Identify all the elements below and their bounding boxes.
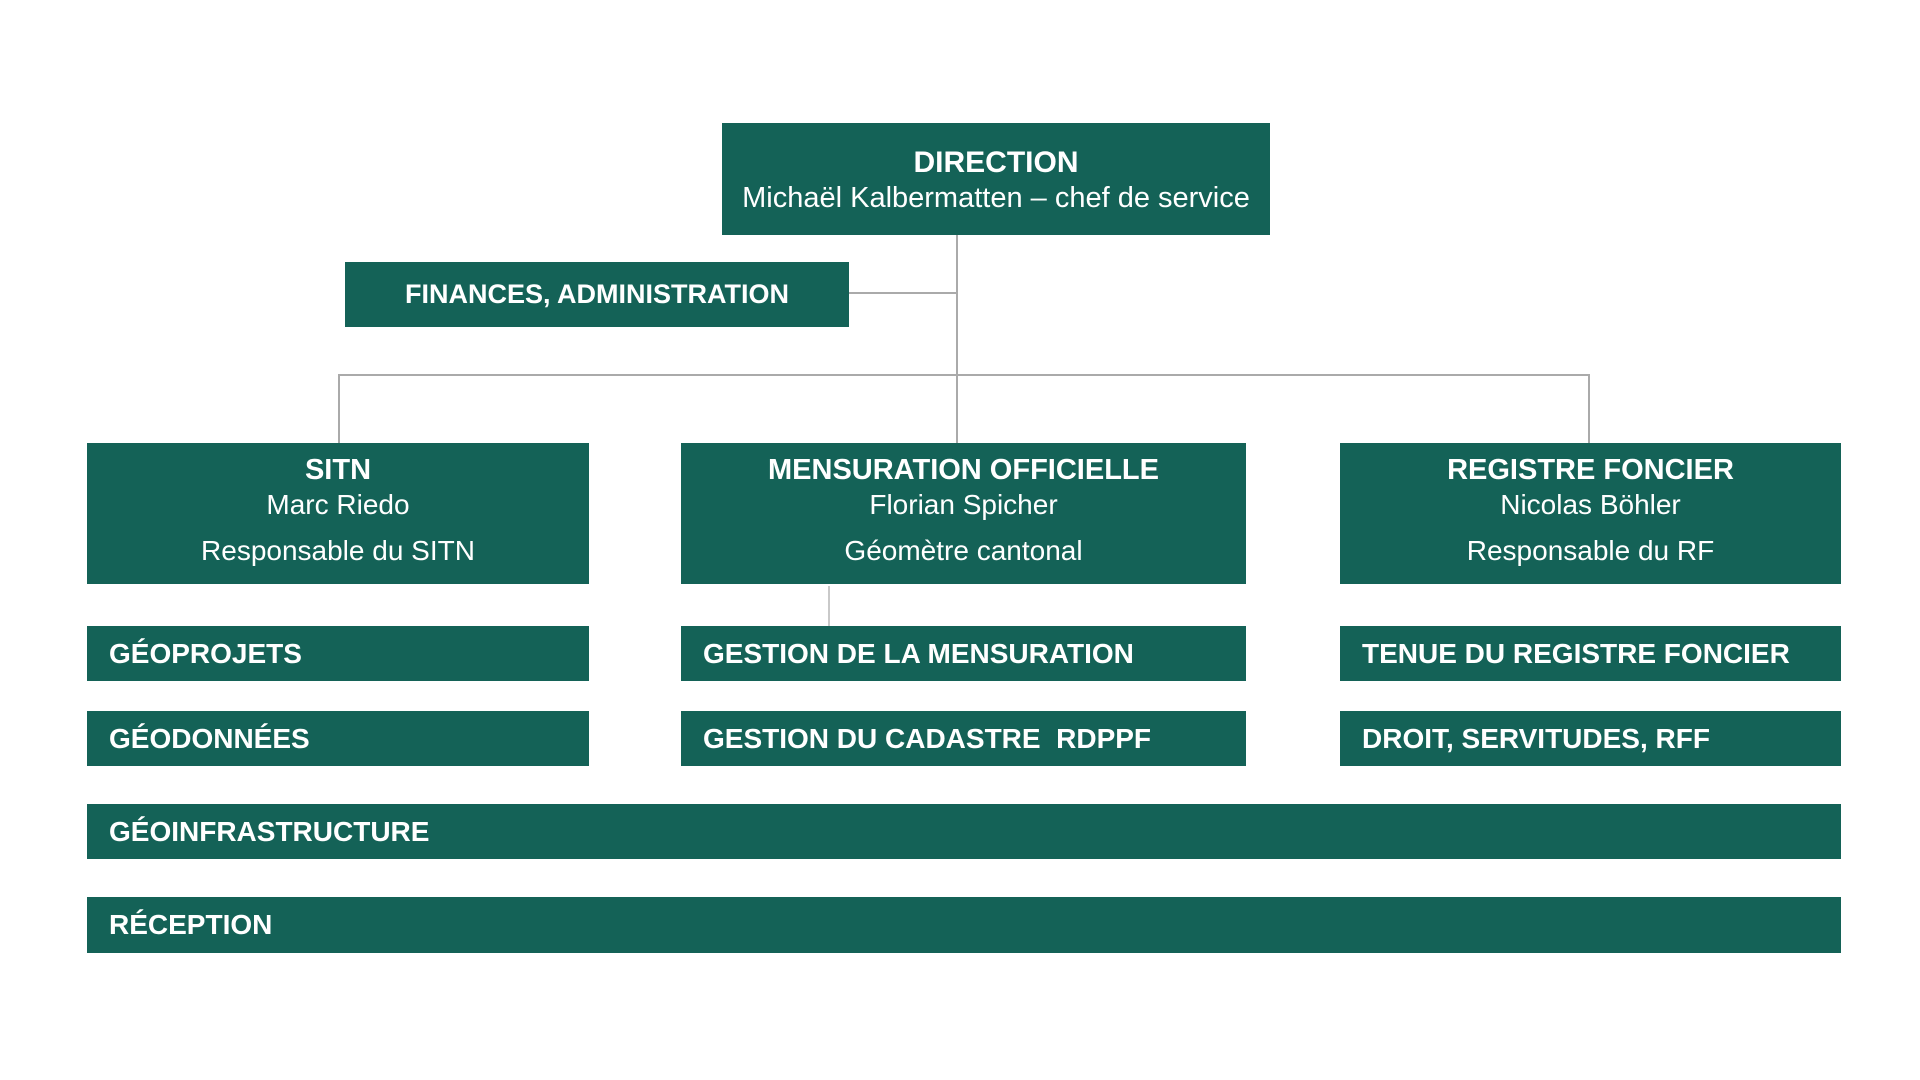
unit-bar-geoprojets: GÉOPROJETS — [87, 626, 589, 681]
direction-title: DIRECTION — [913, 145, 1079, 179]
dept-name: Nicolas Böhler — [1500, 489, 1681, 520]
unit-label: GÉOPROJETS — [109, 637, 302, 669]
connector-finances-horizontal — [849, 292, 957, 294]
dept-box-mensuration: MENSURATION OFFICIELLE Florian Spicher G… — [681, 443, 1246, 584]
unit-bar-tenue-registre-foncier: TENUE DU REGISTRE FONCIER — [1340, 626, 1841, 681]
unit-label: GÉODONNÉES — [109, 722, 310, 754]
dept-box-sitn: SITN Marc Riedo Responsable du SITN — [87, 443, 589, 584]
dept-title: SITN — [304, 454, 372, 486]
connector-direction-vertical — [956, 235, 958, 443]
connector-stub-mensuration — [828, 586, 830, 626]
connector-drop-sitn — [338, 374, 340, 443]
unit-label: DROIT, SERVITUDES, RFF — [1362, 722, 1710, 754]
direction-subtitle: Michaël Kalbermatten – chef de service — [742, 181, 1250, 214]
unit-label: GESTION DU CADASTRE RDPPF — [703, 722, 1152, 754]
unit-bar-droit-servitudes-rff: DROIT, SERVITUDES, RFF — [1340, 711, 1841, 766]
finances-box: FINANCES, ADMINISTRATION — [345, 262, 849, 327]
bar-reception: RÉCEPTION — [87, 897, 1841, 953]
finances-label: FINANCES, ADMINISTRATION — [405, 279, 789, 309]
unit-label: RÉCEPTION — [109, 909, 273, 940]
unit-bar-gestion-mensuration: GESTION DE LA MENSURATION — [681, 626, 1246, 681]
unit-bar-cadastre-rdppf: GESTION DU CADASTRE RDPPF — [681, 711, 1246, 766]
dept-name: Florian Spicher — [869, 489, 1058, 520]
direction-box: DIRECTION Michaël Kalbermatten – chef de… — [722, 123, 1270, 235]
dept-title: MENSURATION OFFICIELLE — [768, 454, 1159, 486]
unit-label: GESTION DE LA MENSURATION — [703, 637, 1134, 669]
dept-role: Responsable du SITN — [201, 535, 475, 566]
bar-geoinfrastructure: GÉOINFRASTRUCTURE — [87, 804, 1841, 859]
dept-box-registre: REGISTRE FONCIER Nicolas Böhler Responsa… — [1340, 443, 1841, 584]
dept-title: REGISTRE FONCIER — [1447, 454, 1734, 486]
unit-label: GÉOINFRASTRUCTURE — [109, 815, 430, 847]
dept-role: Géomètre cantonal — [844, 535, 1083, 566]
dept-name: Marc Riedo — [266, 489, 410, 520]
dept-role: Responsable du RF — [1466, 535, 1715, 566]
unit-bar-geodonnees: GÉODONNÉES — [87, 711, 589, 766]
connector-branch-horizontal — [338, 374, 1590, 376]
connector-drop-registre — [1588, 374, 1590, 443]
unit-label: TENUE DU REGISTRE FONCIER — [1362, 637, 1790, 669]
